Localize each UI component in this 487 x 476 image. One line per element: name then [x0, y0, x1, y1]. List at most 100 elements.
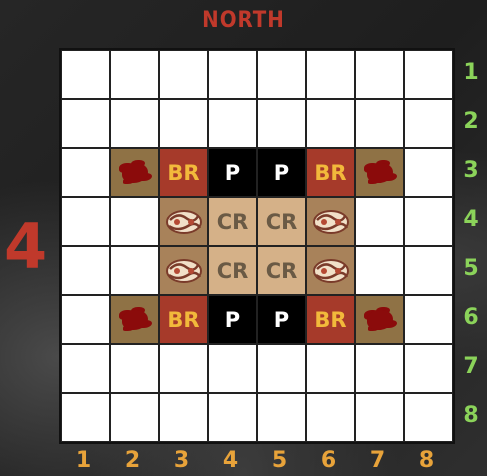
board-cell[interactable] [404, 50, 453, 99]
board-cell[interactable] [257, 393, 306, 442]
board-cell[interactable] [257, 344, 306, 393]
board-cell[interactable] [61, 295, 110, 344]
board-cell[interactable] [110, 148, 159, 197]
board-cell[interactable] [208, 344, 257, 393]
board-cell[interactable] [110, 393, 159, 442]
board-cell[interactable] [159, 393, 208, 442]
board-cell[interactable] [110, 246, 159, 295]
board-cell[interactable] [159, 99, 208, 148]
board-cell[interactable] [404, 99, 453, 148]
board-cell[interactable] [257, 99, 306, 148]
board-cell[interactable] [208, 99, 257, 148]
board-cell[interactable] [159, 344, 208, 393]
board-cell[interactable] [306, 99, 355, 148]
board-cell[interactable] [110, 344, 159, 393]
piece-label: BR [314, 308, 346, 332]
board-cell[interactable]: BR [159, 148, 208, 197]
blood-splatter-icon [122, 163, 148, 183]
board-cell[interactable] [306, 50, 355, 99]
board-cell[interactable] [404, 295, 453, 344]
column-label: 5 [255, 448, 304, 473]
column-label: 4 [206, 448, 255, 473]
board-cell[interactable]: P [257, 148, 306, 197]
board-cell[interactable] [110, 197, 159, 246]
piece-label: CR [217, 210, 249, 234]
board-cell[interactable] [404, 246, 453, 295]
blood-splatter-icon [367, 163, 393, 183]
board-cell[interactable] [404, 393, 453, 442]
board-cell[interactable] [404, 197, 453, 246]
blood-splatter-icon [122, 310, 148, 330]
north-label: NORTH [0, 8, 487, 33]
board-cell[interactable] [355, 393, 404, 442]
row-label: 8 [460, 391, 482, 440]
coiled-creature-icon [311, 206, 351, 238]
board-cell[interactable] [355, 50, 404, 99]
board-cell[interactable] [355, 197, 404, 246]
row-label: 3 [460, 146, 482, 195]
piece-label: BR [167, 161, 199, 185]
column-label: 2 [108, 448, 157, 473]
board-cell[interactable] [110, 99, 159, 148]
board-cell[interactable] [355, 344, 404, 393]
board-cell[interactable]: CR [208, 246, 257, 295]
board-cell[interactable] [61, 197, 110, 246]
board-cell[interactable] [257, 50, 306, 99]
board-cell[interactable] [61, 246, 110, 295]
board-cell[interactable] [355, 246, 404, 295]
board-cell[interactable] [61, 148, 110, 197]
board-cell[interactable] [61, 99, 110, 148]
board-cell[interactable] [355, 99, 404, 148]
piece-label: CR [266, 259, 298, 283]
row-label: 5 [460, 244, 482, 293]
board-cell[interactable] [159, 197, 208, 246]
board-cell[interactable]: CR [257, 246, 306, 295]
board-cell[interactable] [404, 344, 453, 393]
piece-label: BR [314, 161, 346, 185]
board-cell[interactable] [110, 50, 159, 99]
board-cell[interactable]: CR [208, 197, 257, 246]
board-cell[interactable]: P [257, 295, 306, 344]
column-label: 3 [157, 448, 206, 473]
row-label: 2 [460, 97, 482, 146]
row-label: 4 [460, 195, 482, 244]
board-cell[interactable] [306, 344, 355, 393]
board-cell[interactable] [306, 393, 355, 442]
board-cell[interactable] [61, 50, 110, 99]
board-cell[interactable]: BR [306, 295, 355, 344]
board-cell[interactable] [61, 393, 110, 442]
column-label: 7 [353, 448, 402, 473]
board-cell[interactable] [61, 344, 110, 393]
board-cell[interactable] [306, 246, 355, 295]
side-marker: 4 [4, 220, 47, 274]
piece-label: P [225, 308, 240, 332]
coiled-creature-icon [164, 255, 204, 287]
board-cell[interactable] [159, 246, 208, 295]
column-label: 6 [304, 448, 353, 473]
board-cell[interactable] [208, 50, 257, 99]
column-label: 8 [402, 448, 451, 473]
row-label: 1 [460, 48, 482, 97]
board-cell[interactable]: BR [159, 295, 208, 344]
board-cell[interactable]: CR [257, 197, 306, 246]
coiled-creature-icon [164, 206, 204, 238]
blood-splatter-icon [367, 310, 393, 330]
column-label: 1 [59, 448, 108, 473]
board-cell[interactable]: BR [306, 148, 355, 197]
board-cell[interactable] [208, 393, 257, 442]
board-cell[interactable] [110, 295, 159, 344]
board-cell[interactable] [404, 148, 453, 197]
piece-label: P [225, 161, 240, 185]
board-cell[interactable]: P [208, 148, 257, 197]
board-cell[interactable] [355, 148, 404, 197]
board-cell[interactable] [159, 50, 208, 99]
piece-label: CR [266, 210, 298, 234]
piece-label: P [274, 308, 289, 332]
board-cell[interactable]: P [208, 295, 257, 344]
board-cell[interactable] [355, 295, 404, 344]
coiled-creature-icon [311, 255, 351, 287]
board-cell[interactable] [306, 197, 355, 246]
piece-label: CR [217, 259, 249, 283]
piece-label: BR [167, 308, 199, 332]
